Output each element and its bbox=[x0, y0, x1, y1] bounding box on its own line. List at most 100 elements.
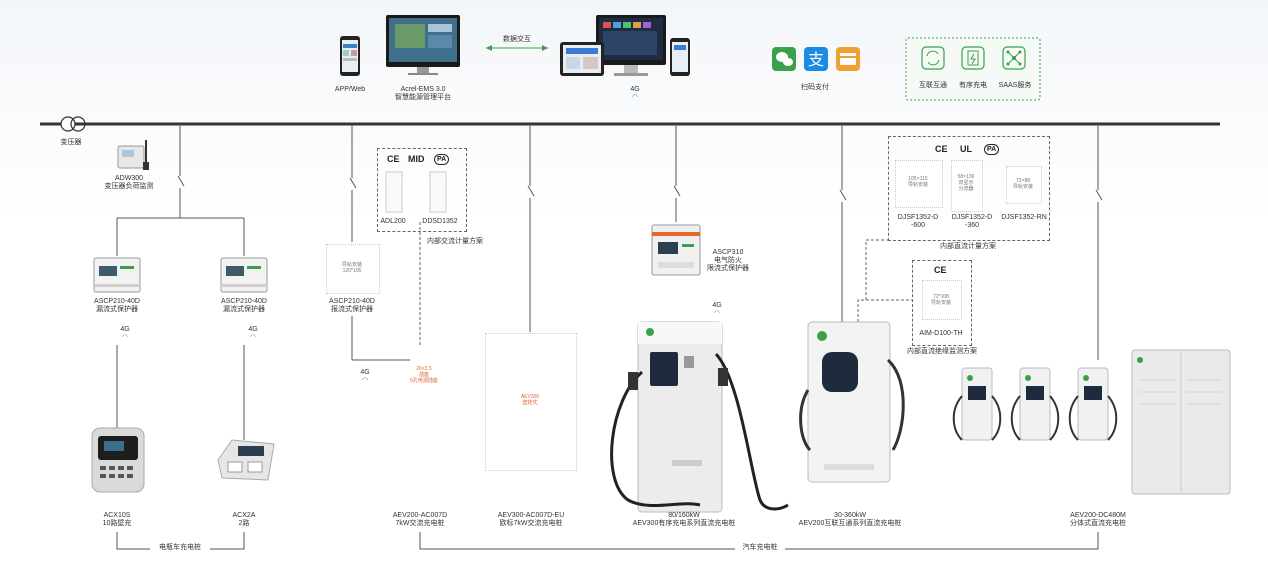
exchange-label: 数据交互 bbox=[503, 36, 531, 43]
ddsd1352-meter-icon bbox=[429, 171, 447, 213]
imd-device bbox=[922, 280, 962, 320]
imd-box bbox=[912, 260, 972, 346]
protector-2-line2: 漏流式保护器 bbox=[223, 306, 265, 313]
acx2a-line1: ACX2A bbox=[232, 512, 256, 519]
dc-meter-1-spec: 105×115 导轨安装 bbox=[895, 176, 941, 188]
card-pay-icon bbox=[836, 47, 860, 71]
ems-monitor-icon bbox=[386, 15, 460, 75]
dc160-line1: 80/160kW bbox=[668, 512, 700, 519]
ems-line2: 智慧能源管理平台 bbox=[395, 94, 451, 101]
platform-4g-text: 4G bbox=[630, 86, 640, 93]
multi-device-icon bbox=[560, 15, 690, 76]
dc-meter-3-spec: 72×88 导轨安装 bbox=[1006, 178, 1040, 190]
placeholder-2: 20×2.5 插座 5孔电源插座 bbox=[404, 366, 444, 384]
dc-meter-3-name1: DJSF1352-RN bbox=[1001, 214, 1047, 221]
adw300-line1: ADW300 bbox=[114, 175, 143, 182]
pay-label: 扫码支付 bbox=[801, 84, 829, 91]
svg-text:支: 支 bbox=[808, 51, 824, 69]
wifi-icon: ◠ bbox=[249, 334, 257, 341]
fourg-1-text: 4G bbox=[120, 326, 130, 333]
placeholder-2b: 插座 bbox=[418, 372, 429, 378]
fourg-2: 4G◠ bbox=[240, 326, 266, 341]
exchange-arrow-left bbox=[486, 45, 492, 51]
fourg-4: 4G◠ bbox=[704, 302, 730, 317]
ac-meter-box bbox=[377, 148, 467, 232]
aev200-ac-line1: AEV200-AC007D bbox=[392, 512, 448, 519]
dc480-dispenser-3 bbox=[1068, 367, 1118, 441]
imd-caption: 内部直流绝缘监测方案 bbox=[907, 348, 977, 355]
acx10s-device-icon bbox=[91, 427, 145, 493]
dc-meter-2-name2: -360 bbox=[964, 222, 979, 229]
dc-meter-1-tiny1: 105×115 bbox=[908, 176, 928, 182]
dc-meter-1 bbox=[895, 160, 943, 208]
ems-label: Acrel-EMS 3.0 智慧能源管理平台 bbox=[383, 86, 463, 102]
feeder-dc360 bbox=[839, 124, 847, 322]
transformer-label: 变压器 bbox=[60, 139, 82, 146]
interconnect-icon bbox=[921, 46, 945, 70]
device-label-dc480: AEV200-DC480M 分体式直流充电桩 bbox=[1058, 512, 1138, 528]
dc-meter-3 bbox=[1006, 166, 1042, 204]
feature-interconnect: 互联互通 bbox=[919, 82, 947, 89]
transformer-coil-right bbox=[70, 116, 86, 132]
dc-meter-box bbox=[888, 136, 1050, 241]
cert-pa-ac: PA bbox=[434, 154, 450, 165]
dc-meter-1-name: DJSF1352-D -600 bbox=[888, 214, 948, 230]
dc-meter-caption: 内部直流计量方案 bbox=[940, 243, 996, 250]
ebike-group-label: 电瓶车充电桩 bbox=[150, 544, 210, 552]
feeder-dc480 bbox=[1095, 124, 1103, 360]
protector-3-line2: 报流式保护器 bbox=[331, 306, 373, 313]
placeholder-3: AEV300 壁挂式 bbox=[500, 394, 560, 406]
ascp210-device-2 bbox=[220, 257, 268, 293]
ordered-charging-icon bbox=[961, 46, 985, 70]
adl200-meter-icon bbox=[385, 171, 403, 213]
placeholder-1b: 120*105 bbox=[342, 268, 362, 274]
protector-label-2: ASCP210-40D 漏流式保护器 bbox=[209, 298, 279, 314]
ddsd1352-label: DDSD1352 bbox=[422, 218, 458, 225]
aev300-eu-line2: 欧标7kW交流充电桩 bbox=[499, 520, 563, 527]
adw300-line2: 变压器负荷监测 bbox=[104, 183, 154, 190]
dc160-charger-icon bbox=[610, 321, 789, 513]
dc-meter-3-name: DJSF1352-RN bbox=[996, 214, 1052, 222]
protector-label-3: ASCP210-40D 报流式保护器 bbox=[317, 298, 387, 314]
placeholder-3b: 壁挂式 bbox=[522, 400, 538, 406]
cert-ul: UL bbox=[960, 144, 972, 154]
device-label-acx10s: ACX10S 10路壁充 bbox=[82, 512, 152, 528]
placeholder-1a: 导轨安装 bbox=[341, 262, 362, 268]
placeholder-1: 导轨安装 120*105 bbox=[326, 262, 378, 274]
ascp310-line1: ASCP310 bbox=[712, 249, 744, 256]
feature-saas: SAAS服务 bbox=[998, 82, 1032, 89]
acx10s-line2: 10路壁充 bbox=[102, 520, 132, 527]
dc-meter-2-name1: DJSF1352-D bbox=[951, 214, 993, 221]
fourg-2-text: 4G bbox=[248, 326, 258, 333]
placeholder-3a: AEV300 bbox=[520, 394, 540, 400]
dc480-power-cabinet bbox=[1131, 349, 1231, 495]
acx2a-line2: 2路 bbox=[238, 520, 250, 527]
wifi-icon: ◠ bbox=[361, 377, 369, 384]
app-label: APP/Web bbox=[334, 86, 366, 93]
car-group-label: 汽车充电桩 bbox=[735, 544, 785, 552]
adw300-device-icon bbox=[117, 140, 149, 170]
imd-spec: 72*108 导轨安装 bbox=[922, 294, 960, 306]
feature-ordered: 有序充电 bbox=[959, 82, 987, 89]
dc-meter-3-tiny1: 72×88 bbox=[1015, 178, 1031, 184]
ac-meter-caption: 内部交流计量方案 bbox=[427, 238, 483, 245]
acx10s-line1: ACX10S bbox=[103, 512, 131, 519]
dc160-line2: AEV300有序充电系列直流充电桩 bbox=[632, 520, 736, 527]
cert-mid: MID bbox=[408, 154, 425, 164]
protector-label-1: ASCP210-40D 漏流式保护器 bbox=[82, 298, 152, 314]
device-label-aev300-eu: AEV300-AC007D-EU 欧标7kW交流充电桩 bbox=[486, 512, 576, 528]
dc480-dispenser-1 bbox=[952, 367, 1002, 441]
ascp310-line3: 限流式保护器 bbox=[707, 265, 749, 272]
dc480-dispenser-2 bbox=[1010, 367, 1060, 441]
aev200-ac-line2: 7kW交流充电桩 bbox=[395, 520, 445, 527]
device-label-aev200-ac: AEV200-AC007D 7kW交流充电桩 bbox=[380, 512, 460, 528]
dc-meter-2-name: DJSF1352-D -360 bbox=[942, 214, 1002, 230]
eu-charger-placeholder bbox=[485, 333, 577, 471]
acx2a-device-icon bbox=[217, 439, 275, 481]
dc360-line2: AEV200互联互通系列直流充电桩 bbox=[798, 520, 902, 527]
fourg-1: 4G◠ bbox=[112, 326, 138, 341]
adw300-label: ADW300 变压器负荷监测 bbox=[94, 175, 164, 191]
dc-meter-2-spec: 58×136 双显示 分流器 bbox=[949, 174, 983, 192]
